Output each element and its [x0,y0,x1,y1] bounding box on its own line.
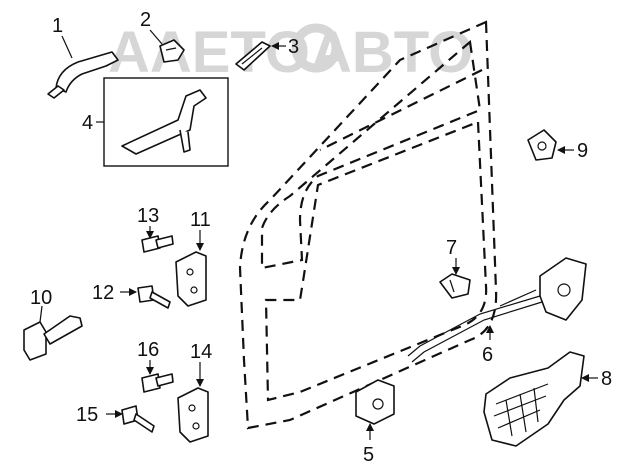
part-bolt-15 [121,405,155,433]
callout-14: 14 [190,341,212,363]
part-handle-cap [159,39,185,63]
part-bolt-16 [141,373,174,393]
part-striker [527,129,557,161]
callout-6: 6 [482,344,493,366]
callout-12: 12 [92,282,114,304]
watermark-gear-icon [291,23,341,73]
part-clip [439,273,471,299]
callout-3: 3 [288,36,299,58]
part-4-box [103,77,229,167]
callout-8: 8 [601,368,612,390]
callout-2: 2 [140,9,151,31]
callout-15: 15 [76,404,98,426]
part-outer-handle [47,51,119,99]
door-outline [238,20,498,430]
part-latch-assembly [407,257,587,363]
leader-1 [61,35,73,59]
callout-10: 10 [30,287,52,309]
part-bolt-12 [137,285,171,309]
part-bracket [355,379,395,425]
leader-10 [39,305,43,323]
callout-13: 13 [137,205,159,227]
callout-11: 11 [190,209,211,231]
part-handle-frame [121,89,207,155]
callout-9: 9 [577,140,588,162]
part-upper-hinge [175,251,207,307]
callout-1: 1 [52,15,63,37]
part-latch-cover [483,351,585,447]
callout-7: 7 [446,237,457,259]
callout-16: 16 [137,339,159,361]
callout-5: 5 [363,444,374,466]
part-bolt-13 [141,235,174,253]
leader-2 [149,29,163,45]
part-lower-hinge [177,387,209,443]
part-door-check [23,315,83,361]
callout-4: 4 [82,112,93,134]
part-gasket [235,41,271,71]
